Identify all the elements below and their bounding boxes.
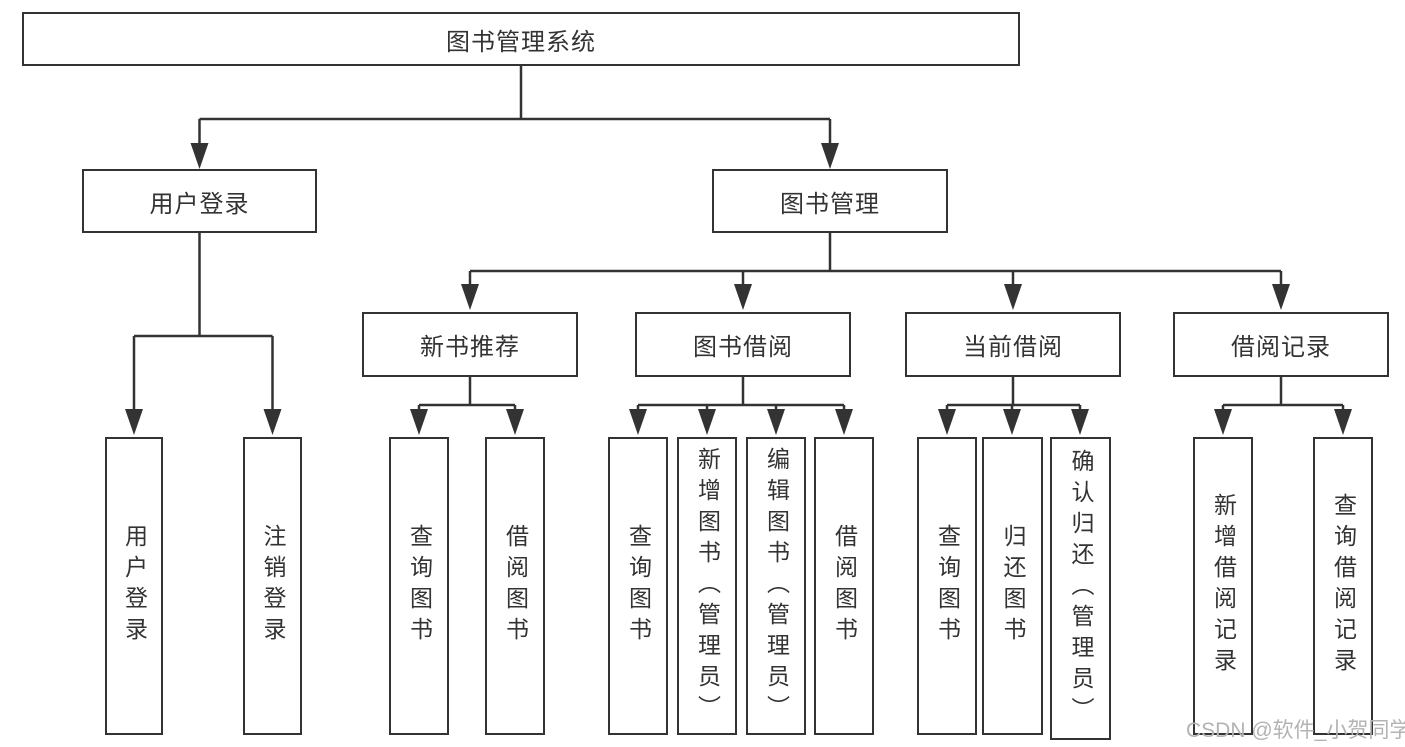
node-user-login: 用户登录 [82, 169, 317, 233]
leaf-label: 编辑图书（管理员） [763, 446, 790, 726]
leaf-label: 查询图书 [406, 524, 433, 648]
leaf-user-login: 用户登录 [105, 437, 163, 735]
node-label: 借阅记录 [1231, 334, 1331, 361]
leaf-label: 归还图书 [1000, 524, 1026, 648]
leaf-label: 借阅图书 [831, 524, 858, 648]
node-book-management: 图书管理 [712, 169, 948, 233]
watermark: CSDN @软件_小贺同学 [1186, 719, 1405, 742]
leaf-label: 借阅图书 [502, 524, 529, 648]
leaf-label: 查询图书 [934, 524, 961, 648]
leaf-logout: 注销登录 [243, 437, 302, 735]
node-label: 图书管理系统 [446, 28, 596, 56]
leaf-edit-books-admin: 编辑图书（管理员） [746, 437, 806, 735]
leaf-add-books-admin: 新增图书（管理员） [677, 437, 737, 735]
leaf-query-books: 查询图书 [608, 437, 668, 735]
node-new-book-recommend: 新书推荐 [362, 312, 578, 377]
node-book-borrow: 图书借阅 [635, 312, 851, 377]
arrowhead-icons [125, 143, 1352, 435]
node-borrow-records: 借阅记录 [1173, 312, 1389, 377]
leaf-label: 确认归还（管理员） [1068, 449, 1094, 728]
leaf-borrow-books: 借阅图书 [814, 437, 874, 735]
node-label: 图书借阅 [693, 334, 793, 361]
node-label: 当前借阅 [963, 334, 1063, 361]
node-current-borrow: 当前借阅 [905, 312, 1121, 377]
leaf-label: 注销登录 [260, 524, 286, 648]
leaf-label: 查询借阅记录 [1330, 493, 1357, 679]
leaf-label: 新增借阅记录 [1210, 493, 1237, 679]
leaf-confirm-return-admin: 确认归还（管理员） [1050, 437, 1111, 740]
leaf-label: 查询图书 [625, 524, 652, 648]
node-label: 新书推荐 [420, 334, 520, 361]
leaf-label: 用户登录 [121, 524, 148, 648]
leaf-label: 新增图书（管理员） [694, 446, 721, 726]
node-label: 图书管理 [780, 190, 880, 218]
leaf-query-books: 查询图书 [917, 437, 977, 735]
leaf-return-books: 归还图书 [982, 437, 1043, 735]
node-label: 用户登录 [149, 190, 250, 218]
node-library-management-system: 图书管理系统 [22, 12, 1020, 66]
leaf-borrow-books: 借阅图书 [485, 437, 545, 735]
leaf-query-books: 查询图书 [389, 437, 449, 735]
leaf-add-borrow-record: 新增借阅记录 [1193, 437, 1253, 735]
leaf-query-borrow-record: 查询借阅记录 [1313, 437, 1373, 735]
